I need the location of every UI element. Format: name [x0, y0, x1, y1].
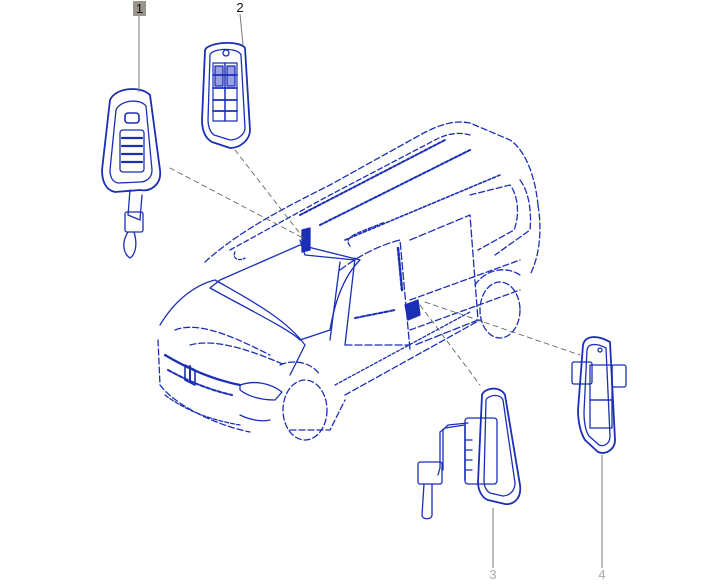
- van-illustration: [157, 121, 541, 441]
- part-1-switch-module: [101, 88, 162, 259]
- part-2-window-switch-panel: [201, 42, 251, 149]
- callout-4[interactable]: 4: [598, 567, 606, 582]
- callout-3[interactable]: 3: [489, 567, 497, 582]
- part-4-door-switch-housing: [571, 336, 627, 454]
- callout-2-leader: [239, 13, 244, 46]
- part-3-door-switch-module: [417, 387, 522, 520]
- callout-2[interactable]: 2: [236, 0, 244, 15]
- callout-1[interactable]: 1: [133, 1, 146, 16]
